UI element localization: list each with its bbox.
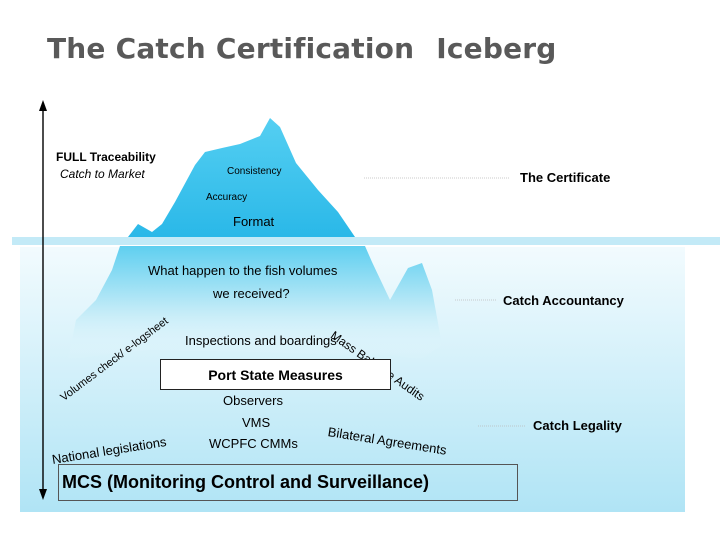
title-part-1: The Catch Certification [47, 32, 415, 65]
observers-label: Observers [223, 393, 283, 408]
wcpfc-label: WCPFC CMMs [209, 436, 298, 451]
traceability-label: FULL Traceability [56, 150, 156, 164]
arrow-head-up [39, 100, 47, 111]
accuracy-label: Accuracy [206, 192, 248, 203]
fish-volumes-question-line1: What happen to the fish volumes [148, 263, 338, 278]
catch-accountancy-label: Catch Accountancy [503, 293, 624, 308]
mcs-box: MCS (Monitoring Control and Surveillance… [58, 464, 518, 501]
format-label: Format [233, 214, 275, 229]
catch-legality-label: Catch Legality [533, 418, 622, 433]
waterline [12, 237, 720, 245]
title-part-2: Iceberg [436, 32, 557, 65]
iceberg-tip [128, 118, 355, 237]
iceberg-underwater [68, 246, 442, 360]
arrow-head-down [39, 489, 47, 500]
page-title: The Catch Certification Iceberg [47, 32, 557, 65]
inspections-label: Inspections and boardings [185, 333, 337, 348]
vms-label: VMS [242, 415, 271, 430]
consistency-label: Consistency [227, 166, 282, 177]
mcs-label: MCS (Monitoring Control and Surveillance… [62, 472, 430, 492]
port-state-label: Port State Measures [208, 366, 343, 383]
certificate-label: The Certificate [520, 170, 611, 185]
fish-volumes-question-line2: we received? [213, 286, 290, 301]
traceability-sublabel: Catch to Market [60, 167, 145, 181]
port-state-box: Port State Measures [160, 359, 391, 390]
